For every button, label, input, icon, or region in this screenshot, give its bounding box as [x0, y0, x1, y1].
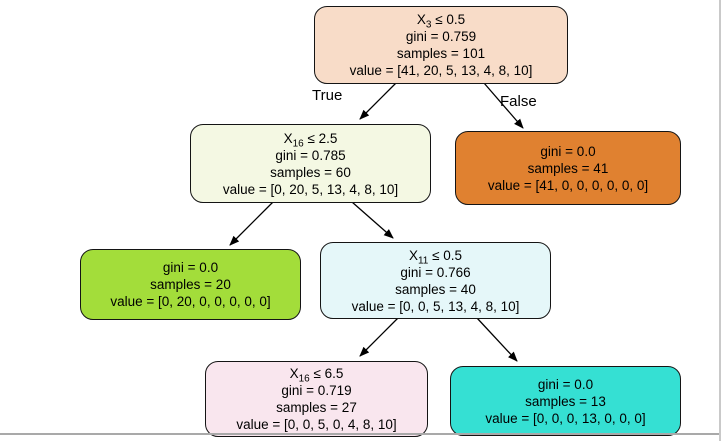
edge-root-to-left: [359, 82, 397, 120]
value-label: value = [0, 20, 0, 0, 0, 0, 0]: [110, 294, 271, 309]
value-label: value = [41, 20, 5, 13, 4, 8, 10]: [349, 63, 533, 78]
gini-label: gini = 0.785: [275, 147, 346, 163]
tree-node-depth2-left-leaf: gini = 0.0 samples = 20 value = [0, 20, …: [80, 249, 301, 320]
value-label: value = [0, 0, 5, 13, 4, 8, 10]: [351, 298, 520, 314]
edge-left-to-leftright: [351, 201, 394, 239]
samples-label: samples = 41: [527, 160, 609, 176]
tree-node-depth3-left: X16 ≤ 6.5 gini = 0.719 samples = 27 valu…: [205, 361, 428, 437]
gini-label: gini = 0.719: [281, 383, 352, 398]
tree-node-depth1-right-leaf: gini = 0.0 samples = 41 value = [41, 0, …: [455, 131, 681, 205]
value-label: value = [0, 0, 5, 0, 4, 8, 10]: [236, 417, 397, 432]
gini-label: gini = 0.0: [162, 260, 219, 275]
tree-node-depth1-left: X16 ≤ 2.5 gini = 0.785 samples = 60 valu…: [190, 124, 431, 203]
edge-label-true: True: [312, 87, 343, 104]
window-right-border: [719, 0, 721, 441]
edge-root-to-right: [483, 82, 524, 129]
gini-label: gini = 0.759: [405, 29, 477, 44]
samples-label: samples = 20: [150, 277, 231, 292]
edge-left-to-leftleft: [229, 201, 274, 246]
split-condition: X3 ≤ 0.5: [416, 12, 466, 31]
tree-node-depth2-right: X11 ≤ 0.5 gini = 0.766 samples = 40 valu…: [320, 242, 551, 319]
samples-label: samples = 60: [270, 164, 351, 180]
samples-label: samples = 40: [395, 281, 476, 297]
tree-node-root: X3 ≤ 0.5 gini = 0.759 samples = 101 valu…: [314, 6, 568, 84]
edge-lr-to-lrright: [476, 317, 518, 362]
value-label: value = [0, 0, 0, 13, 0, 0, 0]: [485, 410, 646, 426]
edge-lr-to-lrleft: [359, 317, 399, 357]
samples-label: samples = 101: [396, 46, 486, 61]
value-label: value = [41, 0, 0, 0, 0, 0, 0]: [487, 177, 649, 193]
gini-label: gini = 0.766: [400, 264, 471, 280]
samples-label: samples = 13: [525, 393, 606, 409]
edge-label-false: False: [500, 93, 537, 110]
tree-node-depth3-right-leaf: gini = 0.0 samples = 13 value = [0, 0, 0…: [450, 366, 681, 436]
split-condition: X11 ≤ 0.5: [408, 247, 463, 267]
value-label: value = [0, 20, 5, 13, 4, 8, 10]: [222, 181, 399, 197]
gini-label: gini = 0.0: [540, 143, 596, 159]
gini-label: gini = 0.0: [537, 376, 594, 392]
split-condition: X16 ≤ 2.5: [283, 130, 338, 150]
window-bottom-border: [0, 433, 721, 435]
samples-label: samples = 27: [276, 400, 357, 415]
split-condition: X16 ≤ 6.5: [289, 366, 344, 385]
